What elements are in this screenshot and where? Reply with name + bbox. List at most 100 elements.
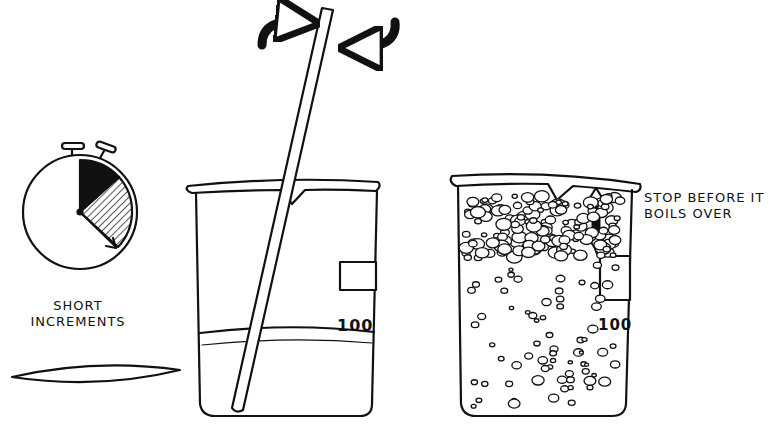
bubble (498, 233, 508, 240)
bubble (595, 295, 605, 302)
bubble (534, 191, 549, 202)
bubble (469, 240, 478, 247)
stirring-rod (232, 8, 333, 412)
bubble (495, 277, 502, 282)
bubble (585, 363, 589, 366)
bubble (562, 202, 568, 206)
beaker (451, 174, 641, 416)
bubble (560, 243, 568, 249)
warning-note: STOP BEFORE IT BOILS OVER (644, 190, 772, 223)
bubble (542, 299, 551, 306)
bubble (471, 404, 476, 408)
bubble (532, 376, 544, 385)
bubble (513, 202, 521, 208)
bubble (599, 227, 608, 234)
bubble (574, 232, 584, 239)
bubble (471, 322, 479, 328)
bubble (538, 208, 544, 212)
step-note: SHORT INCREMENTS (22, 298, 134, 331)
bubble (541, 366, 549, 372)
bubble (514, 276, 522, 282)
bubble (556, 275, 565, 282)
bubble (574, 349, 584, 356)
bubble (464, 255, 471, 261)
bubble (614, 216, 620, 221)
bubble (546, 333, 553, 338)
bubble (568, 400, 575, 405)
bubble (579, 351, 583, 354)
bubble (517, 215, 524, 221)
bubble (521, 193, 533, 203)
bubble (615, 197, 624, 204)
bubble (554, 251, 567, 261)
bubble (587, 385, 593, 390)
bubble (482, 381, 488, 386)
bubble (610, 253, 616, 257)
bubble (508, 272, 515, 277)
bubble (471, 380, 477, 385)
bubble (603, 246, 610, 252)
bubble (530, 218, 537, 224)
bubble (481, 233, 486, 237)
bubble (486, 238, 499, 248)
bubble (509, 268, 513, 271)
bubble (555, 288, 563, 294)
bubble (529, 312, 537, 318)
bubble (583, 197, 598, 208)
watch-glass (12, 365, 180, 382)
bubble (567, 377, 575, 383)
bubble (565, 371, 573, 377)
bubble (612, 265, 619, 270)
bubble (600, 195, 612, 205)
bubble (587, 212, 599, 221)
bubble (574, 250, 587, 260)
bubble (496, 218, 512, 230)
bubble (540, 316, 545, 320)
bubble (468, 287, 476, 293)
bubble (601, 204, 608, 210)
rotation-arrow (356, 22, 395, 48)
bubble (593, 262, 601, 268)
bubble (467, 197, 479, 206)
bubble (492, 194, 502, 202)
bubble (591, 282, 599, 288)
bubble (548, 394, 558, 402)
bubble (609, 236, 620, 245)
bubble (582, 338, 587, 342)
bubble (548, 201, 557, 208)
bubble (509, 306, 513, 309)
foam-bubbles (459, 191, 625, 409)
bubble (512, 362, 522, 369)
bubble (610, 344, 616, 348)
bubble (462, 231, 470, 237)
bubble (476, 398, 482, 402)
bubble (470, 206, 485, 218)
bubble (550, 351, 557, 356)
bubble (534, 341, 540, 346)
bubble (525, 353, 533, 359)
bubble (561, 386, 569, 392)
bubble (538, 357, 548, 364)
bubble (602, 281, 612, 289)
volume-mark: 100 (337, 316, 381, 336)
bubble (592, 303, 602, 310)
bubble (498, 244, 512, 255)
bubble (550, 359, 555, 363)
bubble (563, 220, 569, 224)
bubble (545, 216, 555, 224)
bubble (512, 194, 517, 198)
bubble (508, 399, 520, 408)
bubble (574, 203, 581, 208)
bubble (599, 377, 611, 386)
bubble (582, 369, 589, 374)
bubble (610, 361, 619, 368)
bubble (557, 376, 566, 383)
rotation-arrow (262, 21, 302, 45)
bubble (506, 381, 513, 386)
bubble (598, 348, 608, 356)
bubble (557, 304, 564, 309)
bubble (608, 226, 619, 235)
bubble (541, 236, 550, 243)
bubble (587, 204, 593, 209)
